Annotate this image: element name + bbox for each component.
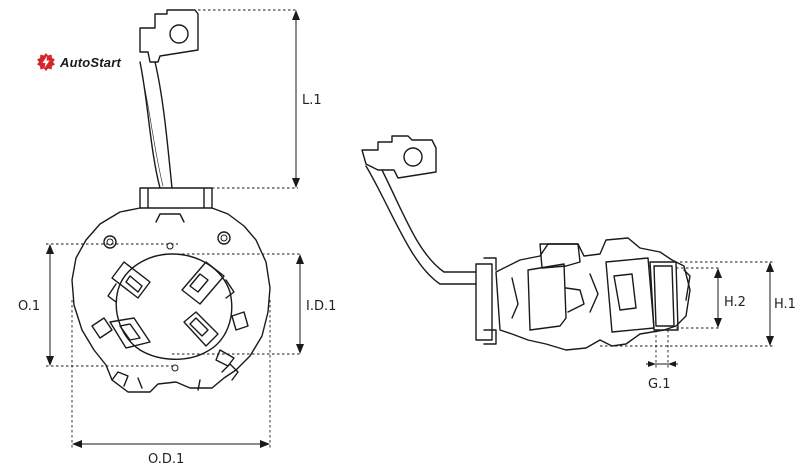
side-view: H.1 H.2 G.1 xyxy=(361,135,796,392)
brand-logo: AutoStart xyxy=(36,52,121,72)
mount-hole-right xyxy=(217,231,231,245)
side-base-plate xyxy=(495,237,691,351)
gear-lightning-icon xyxy=(37,53,55,71)
rivet-bottom xyxy=(171,364,179,372)
holder-plate-outline xyxy=(71,207,271,393)
brush-box-top-left xyxy=(107,261,151,303)
dimension-label-l1: L.1 xyxy=(302,93,322,108)
side-lead-wire xyxy=(365,165,477,285)
brand-name: AutoStart xyxy=(60,54,122,70)
dimension-label-g1: G.1 xyxy=(648,377,670,392)
dimension-label-od1: O.D.1 xyxy=(148,452,184,467)
rivet-top xyxy=(166,242,174,250)
dimension-label-id1: I.D.1 xyxy=(306,299,336,314)
dimension-label-h1: H.1 xyxy=(774,297,796,312)
terminal-lug xyxy=(139,9,199,63)
mount-hole-left xyxy=(103,235,117,249)
terminal-hole xyxy=(169,24,189,44)
wire-connector xyxy=(139,187,213,209)
brush-box-bottom-right xyxy=(183,311,249,347)
brush-box-bottom-left xyxy=(91,317,151,349)
lead-wire xyxy=(139,61,173,189)
side-terminal-hole xyxy=(403,147,423,167)
dimension-label-o1: O.1 xyxy=(18,299,40,314)
brush-box-top-right xyxy=(181,261,235,305)
side-terminal-lug xyxy=(361,135,437,179)
dimension-label-h2: H.2 xyxy=(724,295,746,310)
side-brush-box-right xyxy=(605,257,679,333)
front-view: L.1 O.1 I.D.1 O.D.1 xyxy=(18,9,336,467)
side-brush-box-left xyxy=(527,243,585,331)
